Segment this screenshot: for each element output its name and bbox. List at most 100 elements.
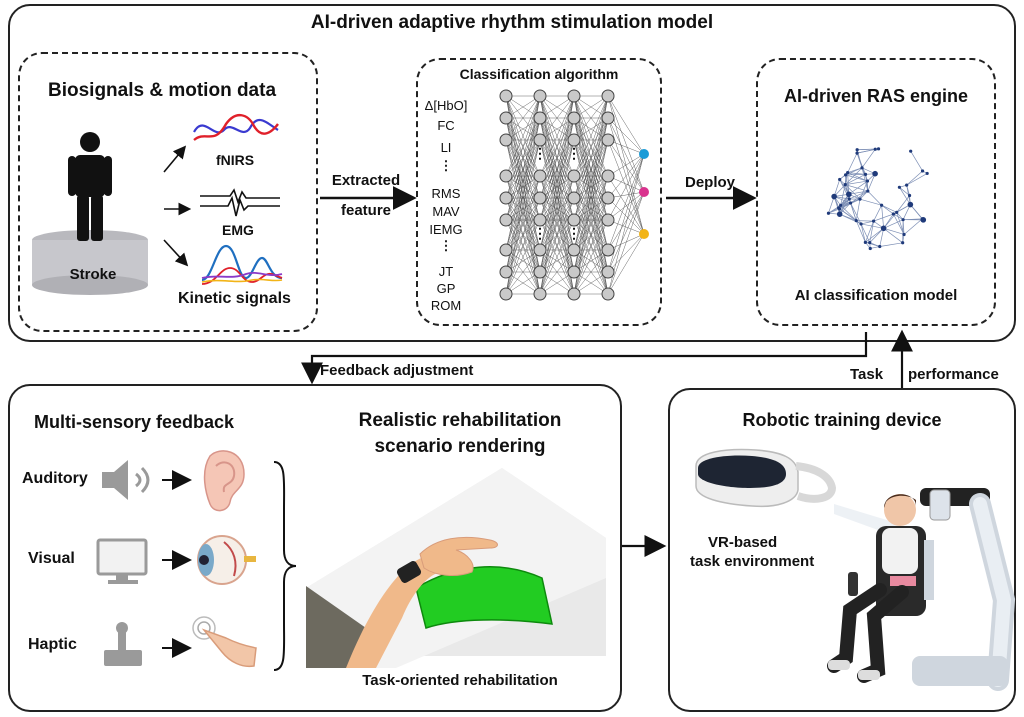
nn-connection (607, 153, 645, 177)
sphere-link (833, 179, 841, 197)
nn-node (567, 133, 581, 147)
nn-connection (505, 197, 541, 295)
nn-connection (539, 197, 575, 295)
nn-connection (505, 95, 541, 251)
signal-arrows (163, 145, 192, 267)
sphere-link (906, 185, 910, 196)
nn-connection (607, 191, 645, 221)
joystick-icon (104, 622, 142, 666)
sphere-link (847, 172, 868, 182)
sphere-link (840, 198, 850, 206)
nn-connection (539, 139, 575, 221)
sphere-link (861, 167, 869, 192)
sphere-node (826, 211, 831, 215)
nn-connection (539, 271, 575, 295)
sphere-node (848, 201, 853, 205)
nn-node (567, 287, 581, 301)
nn-node (601, 133, 615, 147)
nn-output-node (639, 229, 649, 239)
nn-connection (505, 117, 541, 295)
nn-connection (573, 95, 609, 199)
nn-connection (573, 175, 609, 251)
sphere-link (865, 221, 874, 243)
nn-connection (539, 219, 575, 295)
nn-node (499, 89, 513, 103)
sphere-link (867, 190, 882, 206)
sphere-link (879, 228, 884, 247)
nn-connection (505, 95, 541, 177)
nn-connection (505, 271, 541, 295)
sphere-link (869, 221, 874, 243)
nn-output-node (639, 149, 649, 159)
nn-connection (573, 139, 609, 221)
sphere-link (834, 196, 851, 204)
nn-connection (607, 117, 645, 193)
sphere-link (903, 218, 923, 235)
sphere-node (901, 218, 905, 222)
sphere-node (831, 193, 837, 200)
sphere-link (893, 213, 904, 220)
nn-node (601, 265, 615, 279)
sphere-node (920, 217, 927, 223)
nn-output-node (639, 187, 649, 197)
nn-connection (539, 117, 575, 221)
sphere-link (902, 219, 905, 235)
ras-engine-subtitle: AI classification model (794, 287, 958, 304)
nn-node (499, 169, 513, 183)
sphere-node (920, 169, 925, 173)
sphere-link (859, 198, 882, 206)
nn-connection (607, 191, 645, 295)
nn-connection (573, 95, 609, 119)
nn-connection (573, 95, 609, 295)
extracted-feature-label-1: Extracted (331, 172, 401, 189)
nn-connection (539, 175, 575, 221)
nn-node (533, 243, 547, 257)
feature-label: ⋮ (439, 238, 453, 253)
sphere-link (869, 242, 880, 247)
sphere-link (899, 187, 911, 205)
nn-connection (573, 197, 609, 295)
sphere-link (860, 223, 871, 243)
sphere-link (910, 151, 923, 172)
nn-connection (607, 117, 645, 155)
top-panel-title: AI-driven adaptive rhythm stimulation mo… (310, 12, 714, 33)
nn-node (567, 111, 581, 125)
feature-label: ROM (430, 298, 462, 313)
nn-connection (505, 117, 541, 221)
vr-label-1: VR-based (708, 534, 778, 551)
sphere-node (847, 197, 851, 201)
sphere-node (909, 149, 913, 153)
nn-node (601, 191, 615, 205)
sphere-link (845, 180, 868, 185)
nn-connection (607, 233, 645, 251)
nn-connection (539, 95, 575, 199)
sphere-link (840, 184, 846, 206)
sphere-node (838, 177, 842, 182)
nn-ellipsis: ⋮ (533, 145, 547, 161)
vr-headset-icon (695, 448, 837, 508)
sphere-link (847, 152, 858, 173)
nn-connection (607, 175, 645, 235)
nn-connection (607, 95, 645, 193)
nn-connection (539, 95, 575, 177)
nn-ellipsis: ⋮ (567, 225, 581, 241)
classification-title: Classification algorithm (459, 66, 619, 82)
sphere-node (855, 151, 859, 155)
nn-connection (505, 175, 541, 199)
sphere-node (873, 147, 877, 151)
nn-connection (505, 197, 541, 221)
sphere-node (863, 240, 867, 244)
nn-node (601, 287, 615, 301)
sphere-link (845, 184, 868, 192)
nn-connection (573, 95, 609, 251)
feedback-adjustment-label: Feedback adjustment (320, 362, 474, 379)
modality-label-auditory: Auditory (22, 470, 88, 487)
nn-node (499, 111, 513, 125)
task-label: Task (850, 366, 884, 383)
nn-ellipsis: ⋮ (533, 225, 547, 241)
nn-connection (607, 175, 645, 193)
nn-connection (539, 175, 575, 251)
robotic-device-illustration (827, 488, 1016, 691)
sphere-link (870, 246, 880, 249)
sphere-link (844, 184, 861, 200)
